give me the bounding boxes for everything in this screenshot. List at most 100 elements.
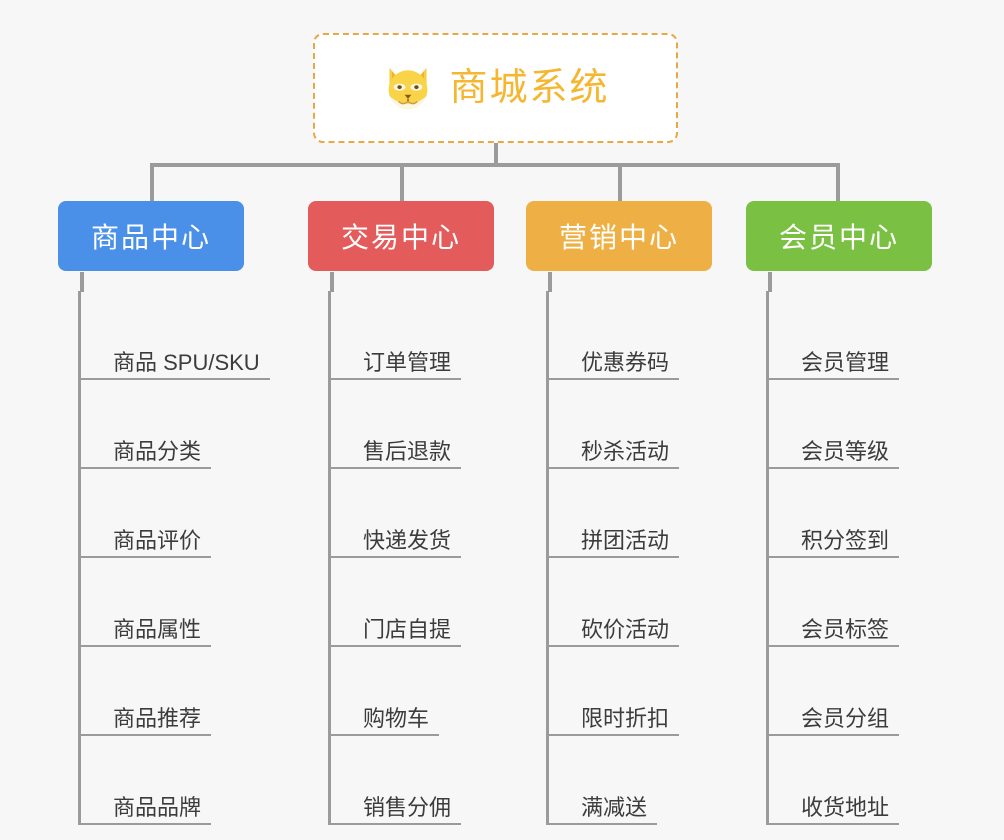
category-header-label: 商品中心	[90, 222, 211, 253]
list-item[interactable]: 限时折扣	[549, 647, 712, 736]
connector-horizontal-bus	[150, 163, 840, 167]
category-header-label: 会员中心	[778, 222, 899, 253]
list-item-label: 门店自提	[363, 617, 452, 642]
list-item-rule	[331, 645, 461, 647]
list-item-rule	[81, 823, 211, 825]
list-item-label: 售后退款	[363, 439, 452, 464]
list-item-rule	[81, 378, 270, 380]
list-item-rule	[331, 823, 461, 825]
list-item[interactable]: 优惠券码	[549, 291, 712, 380]
list-item-label: 销售分佣	[363, 795, 452, 820]
list-item-rule	[549, 556, 679, 558]
list-item[interactable]: 购物车	[331, 647, 494, 736]
item-list: 订单管理 售后退款 快递发货 门店自提 购物车 销售分佣	[328, 291, 494, 825]
list-item-rule	[81, 734, 211, 736]
list-item[interactable]: 售后退款	[331, 380, 494, 469]
category-column-trade: 交易中心 订单管理 售后退款 快递发货 门店自提 购物车	[308, 201, 494, 825]
list-item-rule	[769, 734, 899, 736]
list-item[interactable]: 会员标签	[769, 558, 932, 647]
list-item[interactable]: 订单管理	[331, 291, 494, 380]
list-item[interactable]: 会员分组	[769, 647, 932, 736]
list-item-label: 会员管理	[801, 350, 890, 375]
list-item-label: 会员标签	[801, 617, 890, 642]
connector-root-vertical	[494, 143, 498, 165]
list-item-rule	[549, 823, 657, 825]
list-item-rule	[81, 645, 211, 647]
list-item-label: 快递发货	[363, 528, 452, 553]
list-item[interactable]: 拼团活动	[549, 469, 712, 558]
list-item-label: 限时折扣	[581, 706, 670, 731]
list-item-label: 砍价活动	[581, 617, 670, 642]
list-item[interactable]: 商品 SPU/SKU	[81, 291, 270, 380]
list-item-rule	[549, 734, 679, 736]
list-item-label: 积分签到	[801, 528, 890, 553]
list-item-rule	[331, 467, 461, 469]
list-item-label: 商品 SPU/SKU	[113, 350, 260, 375]
connector-drop-3	[618, 163, 622, 201]
category-header-member[interactable]: 会员中心	[746, 201, 932, 271]
list-item-rule	[331, 378, 461, 380]
root-title: 商城系统	[449, 67, 610, 109]
list-item[interactable]: 收货地址	[769, 736, 932, 825]
list-item-rule	[81, 467, 211, 469]
list-item[interactable]: 会员等级	[769, 380, 932, 469]
list-item-label: 优惠券码	[581, 350, 670, 375]
list-item[interactable]: 商品属性	[81, 558, 244, 647]
item-list: 商品 SPU/SKU 商品分类 商品评价 商品属性 商品推荐 商品品牌	[78, 291, 270, 825]
category-header-label: 交易中心	[340, 222, 461, 253]
list-item-label: 商品分类	[113, 439, 202, 464]
list-item-rule	[769, 467, 899, 469]
connector-category-stub	[768, 272, 772, 292]
category-header-product[interactable]: 商品中心	[58, 201, 244, 271]
list-item[interactable]: 门店自提	[331, 558, 494, 647]
list-item-rule	[769, 823, 899, 825]
category-column-member: 会员中心 会员管理 会员等级 积分签到 会员标签 会员分组	[746, 201, 932, 825]
shiba-inu-icon	[381, 61, 435, 115]
root-node[interactable]: 商城系统	[313, 33, 678, 143]
connector-drop-1	[150, 163, 154, 201]
list-item[interactable]: 秒杀活动	[549, 380, 712, 469]
list-item-label: 会员分组	[801, 706, 890, 731]
list-item-rule	[769, 556, 899, 558]
list-item[interactable]: 商品评价	[81, 469, 244, 558]
list-item-label: 收货地址	[801, 795, 890, 820]
list-item[interactable]: 商品推荐	[81, 647, 244, 736]
list-item-rule	[331, 734, 439, 736]
item-list: 优惠券码 秒杀活动 拼团活动 砍价活动 限时折扣 满减送	[546, 291, 712, 825]
list-item[interactable]: 积分签到	[769, 469, 932, 558]
category-header-marketing[interactable]: 营销中心	[526, 201, 712, 271]
list-item-label: 商品属性	[113, 617, 202, 642]
list-item-label: 秒杀活动	[581, 439, 670, 464]
category-header-trade[interactable]: 交易中心	[308, 201, 494, 271]
list-item-label: 满减送	[581, 795, 648, 820]
list-item-rule	[331, 556, 461, 558]
connector-category-stub	[330, 272, 334, 292]
list-item-rule	[769, 378, 899, 380]
list-item[interactable]: 快递发货	[331, 469, 494, 558]
list-item-label: 商品品牌	[113, 795, 202, 820]
item-list: 会员管理 会员等级 积分签到 会员标签 会员分组 收货地址	[766, 291, 932, 825]
list-item-rule	[769, 645, 899, 647]
connector-category-stub	[548, 272, 552, 292]
list-item[interactable]: 销售分佣	[331, 736, 494, 825]
list-item-rule	[549, 645, 679, 647]
list-item[interactable]: 砍价活动	[549, 558, 712, 647]
list-item[interactable]: 满减送	[549, 736, 712, 825]
connector-drop-2	[400, 163, 404, 201]
list-item-label: 订单管理	[363, 350, 452, 375]
list-item-rule	[81, 556, 211, 558]
list-item-rule	[549, 467, 679, 469]
list-item-label: 商品推荐	[113, 706, 202, 731]
list-item-label: 拼团活动	[581, 528, 670, 553]
connector-category-stub	[80, 272, 84, 292]
category-column-marketing: 营销中心 优惠券码 秒杀活动 拼团活动 砍价活动 限时折扣	[526, 201, 712, 825]
connector-drop-4	[836, 163, 840, 201]
category-column-product: 商品中心 商品 SPU/SKU 商品分类 商品评价 商品属性 商品推荐	[58, 201, 270, 825]
list-item[interactable]: 会员管理	[769, 291, 932, 380]
list-item-label: 商品评价	[113, 528, 202, 553]
list-item-rule	[549, 378, 679, 380]
list-item-label: 会员等级	[801, 439, 890, 464]
list-item[interactable]: 商品品牌	[81, 736, 244, 825]
list-item[interactable]: 商品分类	[81, 380, 244, 469]
